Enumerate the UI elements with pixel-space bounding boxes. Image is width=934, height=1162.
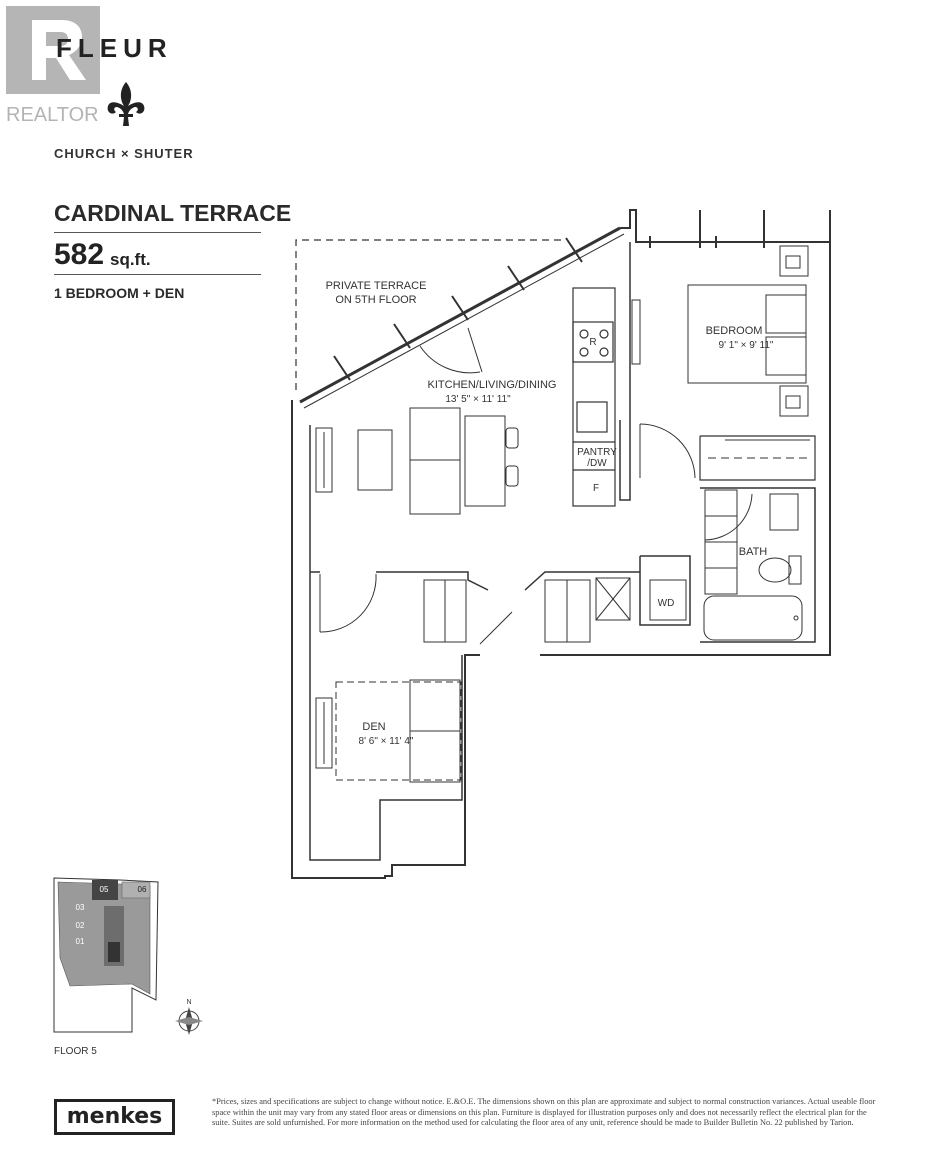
terrace-label-line2: ON 5TH FLOOR xyxy=(335,294,416,306)
kitchen-south-wall-east xyxy=(524,571,640,591)
realtor-r-icon xyxy=(6,6,100,94)
unit-outline-north xyxy=(620,209,831,243)
sink xyxy=(769,493,799,531)
bathtub xyxy=(703,595,803,641)
fleur-de-lis-icon xyxy=(107,82,145,126)
unit-name: CARDINAL TERRACE xyxy=(54,200,292,226)
unit-area-value: 582 xyxy=(54,238,105,271)
pantry-label-line1: PANTRY xyxy=(577,447,617,458)
den-dimensions: 8' 6" × 11' 4" xyxy=(359,736,414,747)
sofa xyxy=(409,407,461,515)
bed xyxy=(687,284,807,384)
kitchen-counter xyxy=(572,287,616,507)
laundry-closet xyxy=(639,555,691,626)
bedroom-dimensions: 9' 1" × 9' 11" xyxy=(719,340,774,351)
kitchen-label: KITCHEN/LIVING/DINING xyxy=(428,379,557,391)
dining-table xyxy=(464,415,506,507)
bath-fixtures xyxy=(703,489,803,641)
divider-rule xyxy=(54,274,261,275)
bath-label: BATH xyxy=(739,546,768,558)
keyplan-unit-03: 03 xyxy=(76,903,85,912)
fridge-label: F xyxy=(593,483,599,494)
range-label: R xyxy=(589,337,596,348)
terrace-door xyxy=(419,327,483,374)
developer-logo-text: menkes xyxy=(66,1104,163,1129)
north-arrow-icon: N xyxy=(175,999,203,1035)
terrace-label-line1: PRIVATE TERRACE xyxy=(326,280,427,292)
laundry xyxy=(595,577,687,621)
key-plan: 05 06 03 02 01 xyxy=(53,877,159,1033)
window-mullions xyxy=(333,210,765,381)
sink xyxy=(576,401,608,433)
kitchen-south-wall xyxy=(376,571,489,591)
bedroom-door xyxy=(639,423,696,479)
bedroom-label: BEDROOM xyxy=(706,325,763,337)
terrace-window-wall xyxy=(299,226,621,404)
disclaimer-text: *Prices, sizes and specifications are su… xyxy=(212,1097,876,1127)
den-rug xyxy=(335,681,462,781)
exterior-walls xyxy=(291,209,831,879)
realtor-watermark-logo xyxy=(6,6,100,94)
den-walls xyxy=(309,425,463,861)
bath-walls xyxy=(700,487,816,643)
unit-area-unit: sq.ft. xyxy=(110,250,151,269)
bedroom-furniture xyxy=(687,245,809,417)
unit-outline-west xyxy=(291,400,480,879)
unit-type: 1 BEDROOM + DEN xyxy=(54,285,185,301)
floor-label: FLOOR 5 xyxy=(54,1046,97,1057)
unit-outline-east xyxy=(540,242,831,656)
den-details xyxy=(315,573,462,783)
keyplan-unit-02: 02 xyxy=(76,921,85,930)
keyplan-unit-05: 05 xyxy=(100,885,109,894)
terrace-boundary xyxy=(295,239,565,390)
developer-logo: menkes xyxy=(54,1099,175,1135)
washer-dryer-label: WD xyxy=(658,598,675,609)
nightstand xyxy=(779,245,809,277)
bedroom-closet xyxy=(699,435,816,481)
keyplan-unit-06: 06 xyxy=(138,885,147,894)
nightstand xyxy=(779,385,809,417)
bedroom-partition xyxy=(619,242,631,501)
brand-name: FLEUR xyxy=(56,33,173,63)
pantry-label-line2: /DW xyxy=(587,458,607,469)
entry-closets xyxy=(423,579,591,645)
toilet xyxy=(758,557,792,583)
living-furniture xyxy=(315,299,641,515)
divider-rule xyxy=(54,232,261,233)
keyplan-unit-01: 01 xyxy=(76,937,85,946)
den-label: DEN xyxy=(362,721,385,733)
north-label: N xyxy=(186,999,191,1006)
realtor-watermark-text: REALTOR xyxy=(6,104,99,126)
range xyxy=(572,321,614,363)
coffee-table xyxy=(357,429,393,491)
brand-subtitle: CHURCH × SHUTER xyxy=(54,146,194,161)
terrace-window-sill xyxy=(303,233,625,409)
kitchen-dimensions: 13' 5" × 11' 11" xyxy=(445,394,511,405)
